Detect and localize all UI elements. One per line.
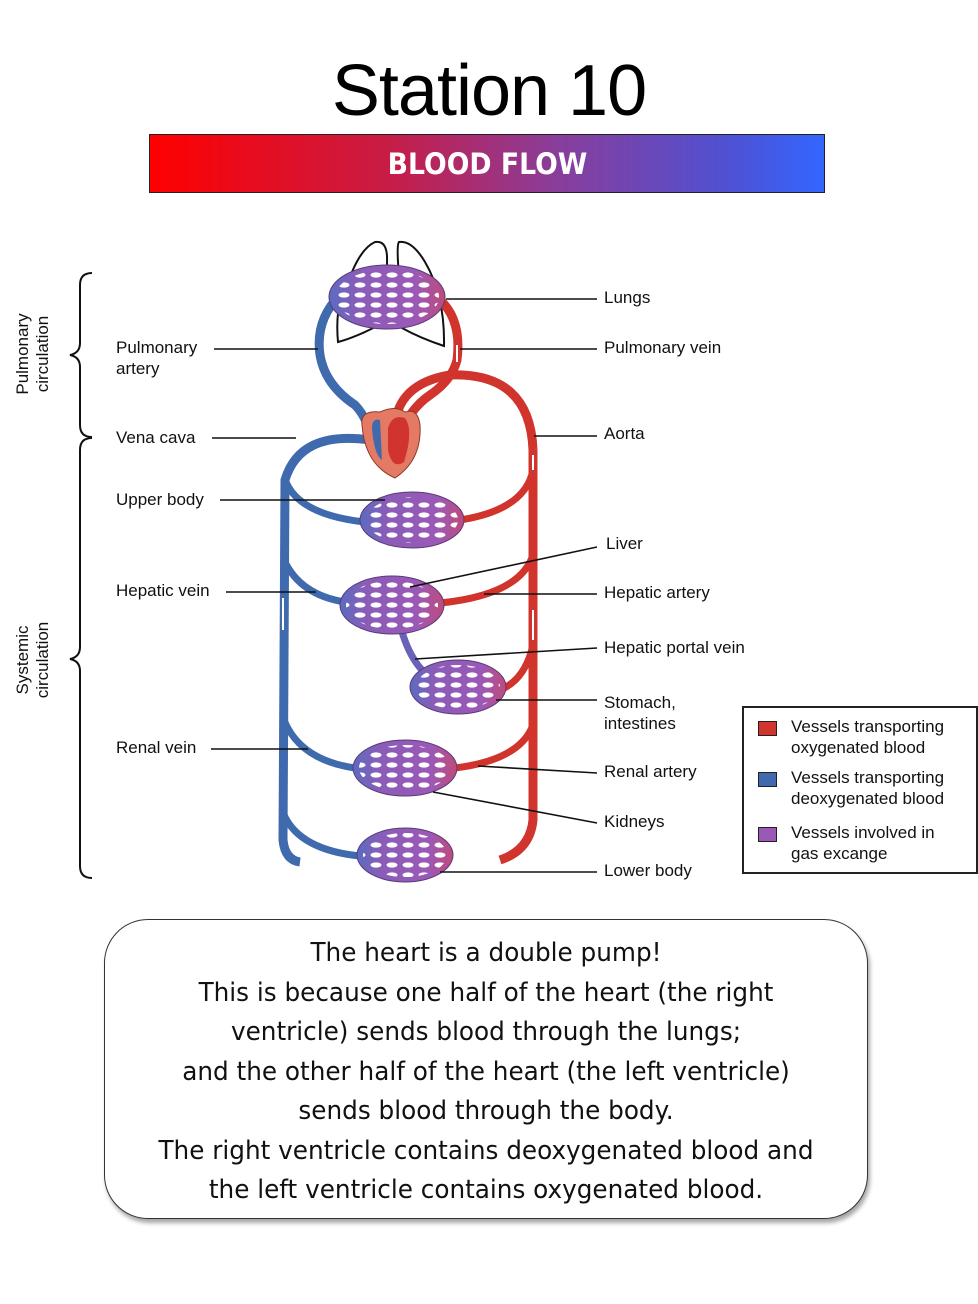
upper-body-artery xyxy=(459,469,537,524)
label-liver: Liver xyxy=(606,534,643,553)
legend-text: Vessels transporting xyxy=(791,768,945,787)
label-renal-vein: Renal vein xyxy=(116,738,197,757)
systemic-circulation-label: Systemic circulation xyxy=(13,615,53,705)
label-renal-artery: Renal artery xyxy=(604,762,697,781)
legend-item-oxygenated: Vessels transporting oxygenated blood xyxy=(758,716,944,758)
label-stomach-line1: Stomach, xyxy=(604,693,676,712)
lower-body-vein xyxy=(280,813,361,860)
stomach-capillaries xyxy=(409,659,507,715)
aorta-trunk xyxy=(498,450,538,865)
label-upper-body: Upper body xyxy=(116,490,204,509)
lung-capillaries xyxy=(328,264,446,330)
label-hepatic-artery: Hepatic artery xyxy=(604,583,710,602)
label-lungs: Lungs xyxy=(604,288,651,307)
legend-swatch-red xyxy=(758,721,777,736)
heart xyxy=(361,408,421,479)
label-vena-cava: Vena cava xyxy=(116,428,196,447)
label-pulmonary-artery: Pulmonary artery xyxy=(116,337,197,379)
label-pulmonary-vein: Pulmonary vein xyxy=(604,338,722,357)
flow-arrows xyxy=(282,345,534,640)
systemic-bracket xyxy=(69,437,93,879)
label-pulmonary-artery-line1: Pulmonary xyxy=(116,338,198,357)
legend-text: oxygenated blood xyxy=(791,738,926,757)
upper-body-capillaries xyxy=(359,491,465,549)
kidney-capillaries xyxy=(352,739,458,797)
pulmonary-bracket xyxy=(69,272,93,438)
banner-text: BLOOD FLOW xyxy=(387,146,587,181)
note-line: and the other half of the heart (the lef… xyxy=(182,1056,790,1087)
note-line: This is because one half of the heart (t… xyxy=(198,977,774,1008)
label-stomach-line2: intestines xyxy=(604,714,676,733)
legend-swatch-purple xyxy=(758,827,777,842)
pulmonary-circulation-label: Pulmonary circulation xyxy=(13,308,53,400)
label-hepatic-portal-vein: Hepatic portal vein xyxy=(604,638,745,657)
vena-cava-vessel xyxy=(278,433,371,867)
liver-capillaries xyxy=(339,575,445,635)
explanation-box: The heart is a double pump! This is beca… xyxy=(104,919,868,1219)
renal-artery-vessel xyxy=(454,723,537,772)
legend-swatch-blue xyxy=(758,772,777,787)
renal-vein-vessel xyxy=(280,718,356,772)
legend-text: Vessels involved in xyxy=(791,823,935,842)
label-aorta: Aorta xyxy=(604,424,645,443)
systemic-label-line1: Systemic xyxy=(13,625,32,695)
label-pulmonary-artery-line2: artery xyxy=(116,359,160,378)
note-line: ventricle) sends blood through the lungs… xyxy=(230,1017,742,1047)
note-line: sends blood through the body. xyxy=(298,1096,674,1126)
legend-text: deoxygenated blood xyxy=(791,789,945,808)
legend-text: Vessels transporting xyxy=(791,717,945,736)
upper-body-vein xyxy=(282,480,366,526)
pulmonary-label-line1: Pulmonary xyxy=(13,313,32,395)
pulmonary-label-line2: circulation xyxy=(33,315,52,393)
note-line: The heart is a double pump! xyxy=(310,938,662,968)
legend: Vessels transporting oxygenated blood Ve… xyxy=(742,706,978,874)
lungs-outline-right xyxy=(396,240,446,348)
label-stomach-intestines: Stomach, intestines xyxy=(604,692,676,734)
page-title: Station 10 xyxy=(331,51,647,131)
label-kidneys: Kidneys xyxy=(604,812,665,831)
legend-item-gas-exchange: Vessels involved in gas excange xyxy=(758,822,935,864)
label-lower-body: Lower body xyxy=(604,861,692,880)
lungs-outline xyxy=(336,240,390,344)
leader-lines xyxy=(211,298,598,873)
hepatic-artery-vessel xyxy=(439,553,537,607)
lower-body-capillaries xyxy=(356,827,454,883)
legend-text: gas excange xyxy=(791,844,888,863)
note-line: the left ventricle contains oxygenated b… xyxy=(208,1175,764,1205)
blood-flow-banner: BLOOD FLOW xyxy=(149,134,825,193)
note-line: The right ventricle contains deoxygenate… xyxy=(158,1135,814,1166)
legend-item-deoxygenated: Vessels transporting deoxygenated blood xyxy=(758,767,944,809)
systemic-label-line2: circulation xyxy=(33,621,52,699)
label-hepatic-vein: Hepatic vein xyxy=(116,581,210,600)
hepatic-vein-vessel xyxy=(280,558,346,606)
